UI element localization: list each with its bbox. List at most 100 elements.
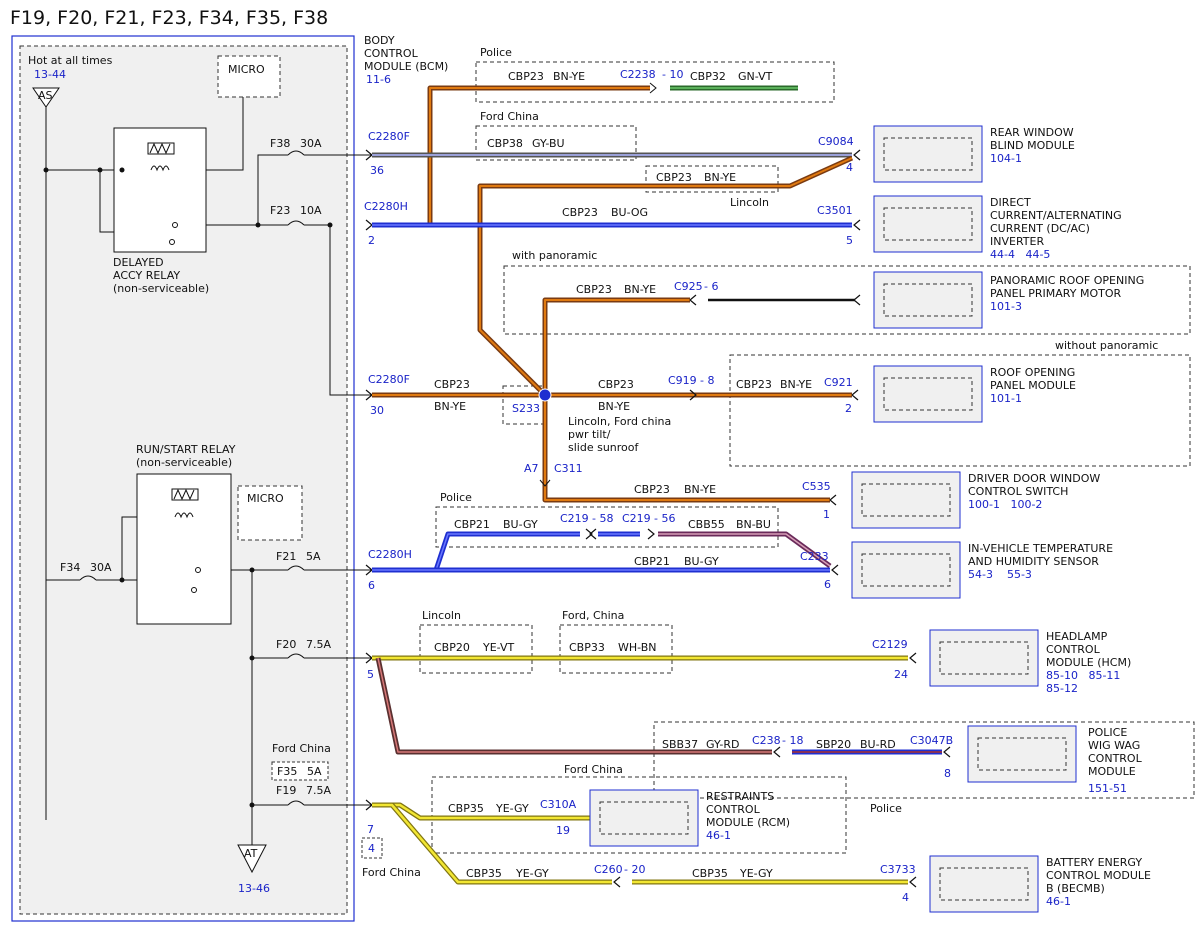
pin-30: 30: [370, 404, 384, 417]
pin-36: 36: [370, 164, 384, 177]
module-inverter[interactable]: DIRECT CURRENT/ALTERNATING CURRENT (DC/A…: [873, 195, 1122, 261]
pin-233: 6: [824, 578, 831, 591]
fuse-f23-icon: [287, 220, 305, 226]
c921-link[interactable]: C921: [824, 376, 853, 389]
c9084-link[interactable]: C9084: [818, 135, 854, 148]
c219a-link[interactable]: C219: [560, 512, 589, 525]
becmb-name-3: B (BECMB): [1046, 882, 1105, 895]
c535-link[interactable]: C535: [802, 480, 831, 493]
c311-link[interactable]: C311: [554, 462, 583, 475]
lincoln-note-2: pwr tilt/: [568, 428, 611, 441]
ye-gy-b: YE-GY: [515, 867, 549, 880]
cbp23-main: CBP23: [434, 378, 470, 391]
cbp23-pan: CBP23: [576, 283, 612, 296]
c925-pin: - 6: [704, 280, 718, 293]
ye-gy-c: YE-GY: [739, 867, 773, 880]
bcm-ref-link[interactable]: 11-6: [366, 73, 391, 86]
module-pan-motor[interactable]: PANORAMIC ROOF OPENING PANEL PRIMARY MOT…: [873, 271, 1144, 329]
c919-link[interactable]: C919: [668, 374, 697, 387]
c310a-link[interactable]: C310A: [540, 798, 577, 811]
rcm-ref[interactable]: 46-1: [706, 829, 731, 842]
pin-2129: 24: [894, 668, 908, 681]
module-rear-blind[interactable]: REAR WINDOW BLIND MODULE 104-1: [873, 125, 1075, 183]
bn-ye-pan: BN-YE: [624, 283, 656, 296]
module-temp-sensor[interactable]: IN-VEHICLE TEMPERATURE AND HUMIDITY SENS…: [851, 541, 1113, 599]
c925-link[interactable]: C925: [674, 280, 703, 293]
module-wigwag[interactable]: POLICE WIG WAG CONTROL MODULE 151-51: [967, 725, 1143, 795]
c2280h-mid-link[interactable]: C2280H: [368, 548, 412, 561]
delayed-relay-label-3: (non-serviceable): [113, 282, 209, 295]
pan-motor-name-2: PANEL PRIMARY MOTOR: [990, 287, 1121, 300]
c219a-pin: - 58: [592, 512, 613, 525]
temp-sensor-ref[interactable]: 54-3 55-3: [968, 568, 1032, 581]
pin-310: 19: [556, 824, 570, 837]
c3047b-link[interactable]: C3047B: [910, 734, 953, 747]
fuse-f38-icon: [287, 150, 305, 156]
hcm-ref-1[interactable]: 85-10 85-11: [1046, 669, 1120, 682]
hot-label: Hot at all times: [28, 54, 113, 67]
cbp21-b: CBP21: [634, 555, 670, 568]
c3733-link[interactable]: C3733: [880, 863, 916, 876]
wigwag-name-3: CONTROL: [1088, 752, 1143, 765]
c260-link[interactable]: C260: [594, 863, 623, 876]
c219b-link[interactable]: C219: [622, 512, 651, 525]
c238-link[interactable]: C238: [752, 734, 781, 747]
c233-link[interactable]: C233: [800, 550, 829, 563]
f38-label: F38: [270, 137, 290, 150]
at-ref-link[interactable]: 13-46: [238, 882, 270, 895]
junction-dots: [43, 167, 333, 808]
f38-amp: 30A: [300, 137, 322, 150]
without-panoramic-label: without panoramic: [1055, 339, 1158, 352]
pan-motor-name-1: PANORAMIC ROOF OPENING: [990, 274, 1144, 287]
c219b-pin: - 56: [654, 512, 675, 525]
gy-bu: GY-BU: [532, 137, 565, 150]
module-door-switch[interactable]: DRIVER DOOR WINDOW CONTROL SWITCH 100-1 …: [851, 471, 1100, 529]
cbp23-door: CBP23: [634, 483, 670, 496]
pin-9084: 4: [846, 161, 853, 174]
module-roof-panel[interactable]: ROOF OPENING PANEL MODULE 101-1: [873, 365, 1076, 423]
roof-panel-ref[interactable]: 101-1: [990, 392, 1022, 405]
cbp32: CBP32: [690, 70, 726, 83]
bn-ye-roof: BN-YE: [780, 378, 812, 391]
c919-pin: - 8: [700, 374, 714, 387]
bcm-name-3: MODULE (BCM): [364, 60, 448, 73]
wigwag-ref[interactable]: 151-51: [1088, 782, 1127, 795]
wire-gy-rd: [375, 657, 942, 755]
c3501-link[interactable]: C3501: [817, 204, 853, 217]
module-becmb[interactable]: BATTERY ENERGY CONTROL MODULE B (BECMB) …: [929, 855, 1151, 913]
pan-motor-ref[interactable]: 101-3: [990, 300, 1022, 313]
door-switch-name-1: DRIVER DOOR WINDOW: [968, 472, 1100, 485]
c2280f-top-link[interactable]: C2280F: [368, 130, 410, 143]
run-relay-label-1: RUN/START RELAY: [136, 443, 236, 456]
micro-label-2: MICRO: [247, 492, 284, 505]
hot-ref-link[interactable]: 13-44: [34, 68, 66, 81]
rcm-name-2: CONTROL: [706, 803, 761, 816]
module-rcm[interactable]: RESTRAINTS CONTROL MODULE (RCM) 46-1: [589, 789, 790, 847]
becmb-ref[interactable]: 46-1: [1046, 895, 1071, 908]
inverter-name-1: DIRECT: [990, 196, 1031, 209]
rear-blind-ref[interactable]: 104-1: [990, 152, 1022, 165]
door-switch-ref[interactable]: 100-1 100-2: [968, 498, 1042, 511]
f21-label: F21: [276, 550, 296, 563]
micro-box-1: [217, 55, 281, 98]
pin-3501: 5: [846, 234, 853, 247]
c2280f-mid-link[interactable]: C2280F: [368, 373, 410, 386]
sbp20: SBP20: [816, 738, 851, 751]
cbp23-roof: CBP23: [736, 378, 772, 391]
temp-sensor-name-1: IN-VEHICLE TEMPERATURE: [968, 542, 1113, 555]
hcm-ref-2[interactable]: 85-12: [1046, 682, 1078, 695]
c2129-link[interactable]: C2129: [872, 638, 908, 651]
bu-gy-a: BU-GY: [503, 518, 538, 531]
module-hcm[interactable]: HEADLAMP CONTROL MODULE (HCM) 85-10 85-1…: [929, 629, 1131, 695]
pin-5: 5: [367, 668, 374, 681]
bn-bu: BN-BU: [736, 518, 771, 531]
c2238-link[interactable]: C2238: [620, 68, 656, 81]
cbp20: CBP20: [434, 641, 470, 654]
f19-amp: 7.5A: [306, 784, 331, 797]
c2280h-top-link[interactable]: C2280H: [364, 200, 408, 213]
pin-535: 1: [823, 508, 830, 521]
pin-921: 2: [845, 402, 852, 415]
inverter-ref[interactable]: 44-4 44-5: [990, 248, 1050, 261]
s233-link[interactable]: S233: [512, 402, 540, 415]
lincoln-label-2: Lincoln: [422, 609, 461, 622]
